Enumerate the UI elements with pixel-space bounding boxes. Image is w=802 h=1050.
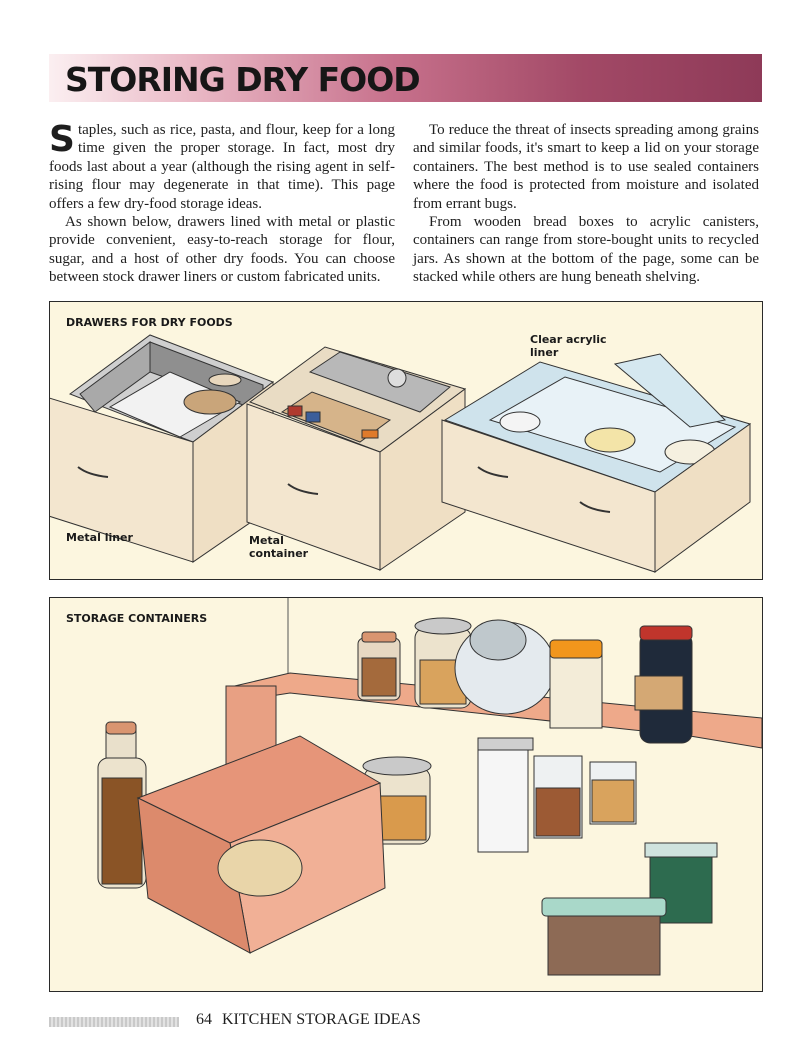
drawer-metal-container: [246, 346, 467, 571]
panel-label-containers: STORAGE CONTAINERS: [66, 612, 208, 625]
drop-cap: S: [49, 119, 75, 160]
page-title: STORING DRY FOOD: [65, 60, 421, 99]
page-number: 64: [196, 1011, 212, 1028]
callout-metal-liner: Metal liner: [66, 531, 133, 544]
drawers-illustration: [50, 334, 752, 573]
containers-illustration: [97, 598, 762, 976]
bread-box: [136, 735, 386, 954]
panel-label-drawers: DRAWERS FOR DRY FOODS: [66, 316, 233, 329]
green-tin: [644, 842, 718, 924]
footer-rule: [49, 1017, 179, 1027]
book-title: KITCHEN STORAGE IDEAS: [222, 1011, 421, 1028]
drawers-illustration-panel: DRAWERS FOR DRY FOODS Metal liner Metal …: [49, 301, 763, 580]
title-banner: STORING DRY FOOD: [49, 54, 762, 102]
text-column-right: To reduce the threat of insects spreadin…: [413, 121, 759, 287]
paragraph: From wooden bread boxes to acrylic canis…: [413, 214, 759, 286]
callout-metal-container: Metal container: [249, 534, 309, 560]
hanging-containers: [477, 737, 637, 853]
callout-clear-acrylic-liner: Clear acrylic liner: [530, 333, 607, 359]
drawer-acrylic-liner: [441, 353, 752, 573]
bottle: [97, 721, 147, 889]
paragraph-text: taples, such as rice, pasta, and flour, …: [49, 122, 395, 212]
paragraph: To reduce the threat of insects spreadin…: [413, 122, 759, 212]
patterned-box: [541, 897, 667, 976]
paragraph: As shown below, drawers lined with metal…: [49, 214, 395, 286]
drawer-metal-liner: [50, 334, 275, 563]
containers-illustration-panel: STORAGE CONTAINERS: [49, 597, 763, 992]
page-footer: 64 KITCHEN STORAGE IDEAS: [196, 1011, 421, 1029]
shelf-jars: [357, 617, 693, 744]
